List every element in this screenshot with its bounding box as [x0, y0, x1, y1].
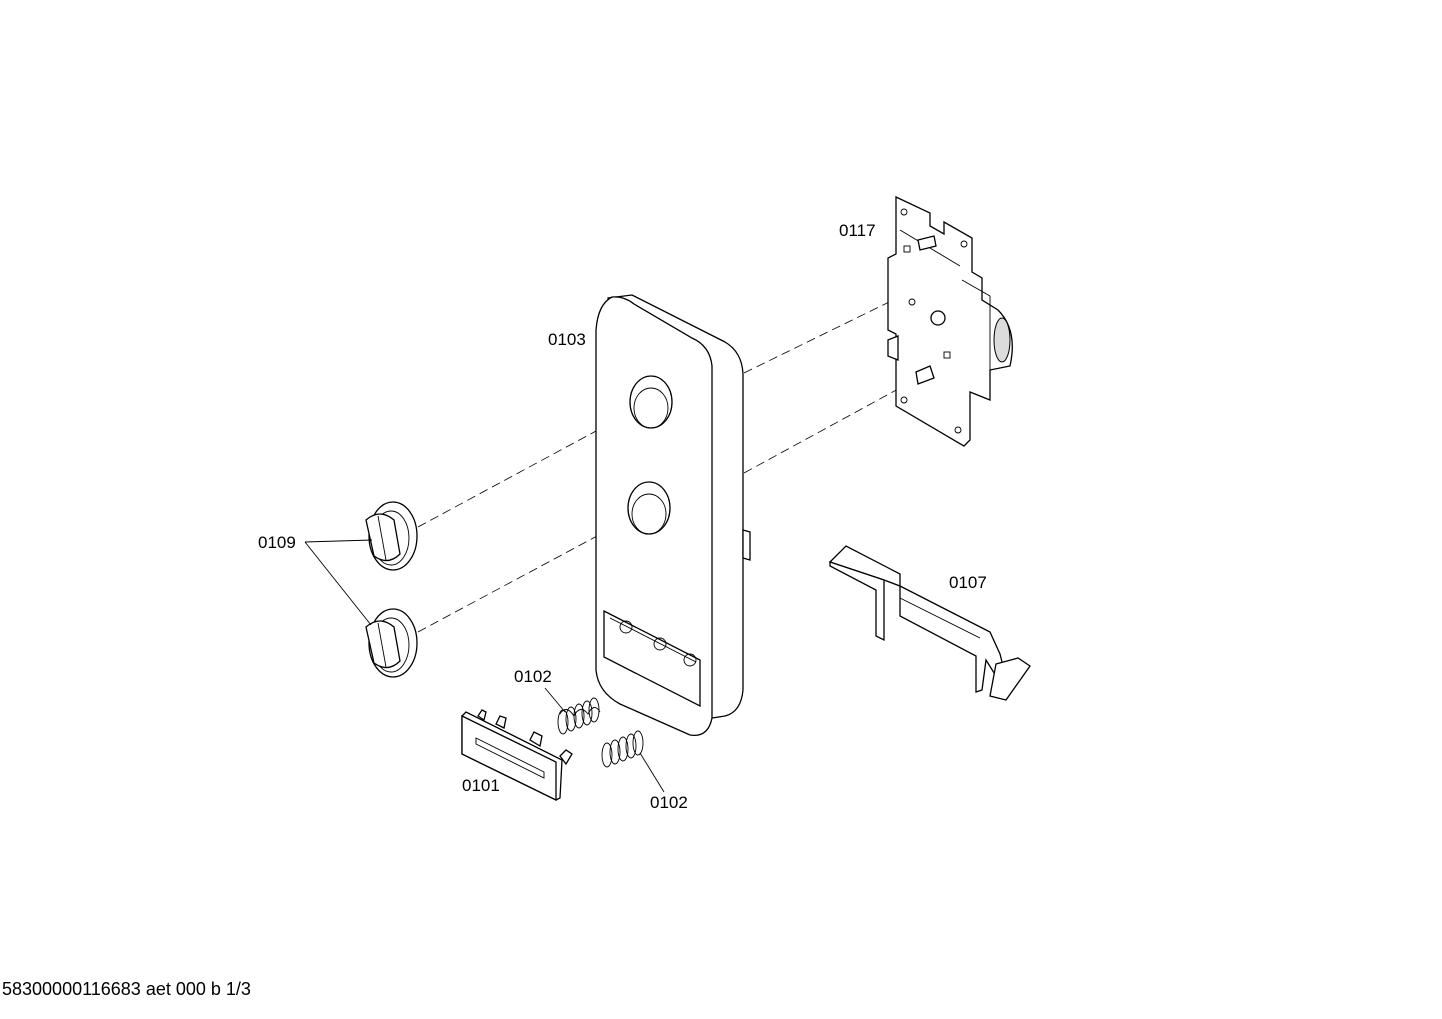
label-0101: 0101 — [462, 776, 500, 795]
label-0117: 0117 — [839, 221, 876, 240]
control-panel-housing-0103 — [595, 294, 751, 737]
label-0102-upper: 0102 — [514, 667, 552, 686]
label-0102-lower: 0102 — [650, 793, 688, 812]
push-button-0101 — [461, 709, 573, 802]
label-0109: 0109 — [258, 533, 296, 552]
label-0107: 0107 — [949, 573, 987, 592]
control-knob-upper-0109 — [365, 501, 418, 571]
label-0103: 0103 — [548, 330, 586, 349]
bracket-0107 — [828, 545, 1031, 701]
leader-lines-0109 — [304, 539, 373, 626]
leader-lines-0102 — [544, 687, 665, 793]
timer-switch-plate-0117 — [887, 195, 1013, 447]
control-knob-lower-0109 — [365, 608, 418, 678]
drawing-reference-number: 58300000116683 aet 000 b 1/3 — [2, 979, 251, 999]
spring-upper-0102 — [557, 697, 601, 735]
spring-lower-0102 — [601, 730, 644, 768]
